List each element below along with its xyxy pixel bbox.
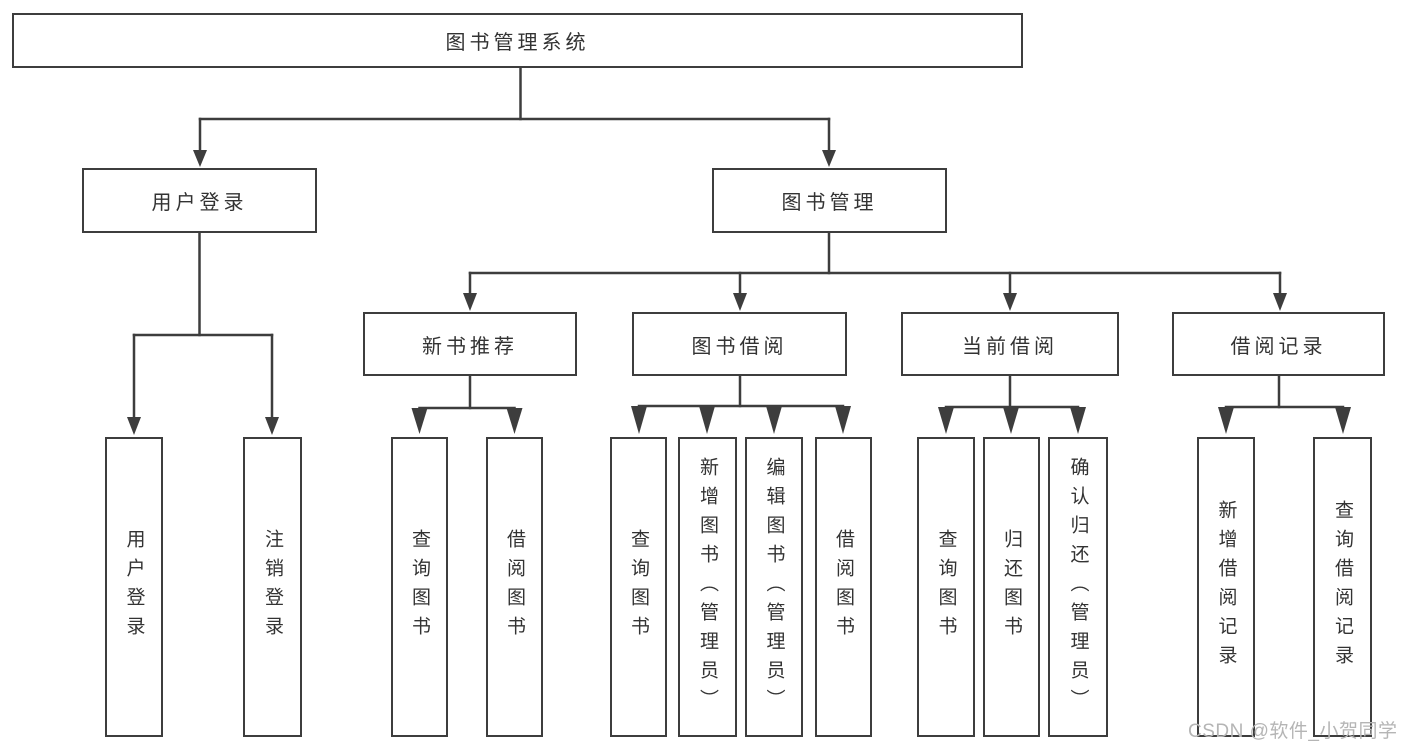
connector-borrowing-records-to-leaves xyxy=(1218,374,1351,434)
leaf-label: 注销登录 xyxy=(262,529,283,645)
leaf-confirm-return-admin: 确认归还（管理员） xyxy=(1048,437,1108,737)
leaf-return-books: 归还图书 xyxy=(983,437,1040,737)
leaf-label: 新增图书（管理员） xyxy=(697,456,718,718)
leaf-borrow-books-rec: 借阅图书 xyxy=(486,437,543,737)
leaf-label: 查询图书 xyxy=(628,529,649,645)
leaf-query-books-borrow: 查询图书 xyxy=(610,437,667,737)
leaf-label: 归还图书 xyxy=(1001,529,1022,645)
watermark-text: CSDN @软件_小贺同学 xyxy=(1188,721,1398,742)
node-label: 图书借阅 xyxy=(691,335,788,358)
node-library-management-system: 图书管理系统 xyxy=(12,13,1023,68)
connector-book-management-to-level3 xyxy=(463,231,1287,311)
leaf-label: 确认归还（管理员） xyxy=(1067,456,1089,718)
leaf-label: 编辑图书（管理员） xyxy=(763,456,785,718)
leaf-borrow-books: 借阅图书 xyxy=(815,437,872,737)
node-label: 图书管理 xyxy=(781,192,878,214)
node-current-borrowing: 当前借阅 xyxy=(901,312,1119,376)
node-book-management: 图书管理 xyxy=(712,168,947,233)
leaf-edit-book-admin: 编辑图书（管理员） xyxy=(745,437,803,737)
leaf-user-login: 用户登录 xyxy=(105,437,163,737)
leaf-label: 查询借阅记录 xyxy=(1332,500,1353,674)
leaf-label: 用户登录 xyxy=(123,529,145,645)
leaf-label: 借阅图书 xyxy=(504,529,525,645)
node-new-book-recommendation: 新书推荐 xyxy=(363,312,577,376)
node-label: 新书推荐 xyxy=(422,335,518,358)
connector-root-to-level2 xyxy=(193,66,836,167)
connector-book-borrowing-to-leaves xyxy=(631,374,851,434)
connector-new-book-rec-to-leaves xyxy=(411,374,523,434)
node-label: 用户登录 xyxy=(151,192,248,214)
node-label: 图书管理系统 xyxy=(445,32,590,54)
leaf-query-books-rec: 查询图书 xyxy=(391,437,448,737)
leaf-label: 查询图书 xyxy=(935,529,957,645)
leaf-label: 新增借阅记录 xyxy=(1215,500,1237,674)
connector-user-login-to-leaves xyxy=(127,231,279,435)
node-borrowing-records: 借阅记录 xyxy=(1172,312,1385,376)
leaf-query-books-current: 查询图书 xyxy=(917,437,975,737)
leaf-logout: 注销登录 xyxy=(243,437,302,737)
leaf-label: 借阅图书 xyxy=(833,529,854,645)
node-label: 借阅记录 xyxy=(1230,335,1327,358)
leaf-add-borrow-record: 新增借阅记录 xyxy=(1197,437,1255,737)
node-label: 当前借阅 xyxy=(962,335,1058,358)
leaf-label: 查询图书 xyxy=(409,529,430,645)
connector-current-borrowing-to-leaves xyxy=(938,374,1086,434)
leaf-add-book-admin: 新增图书（管理员） xyxy=(678,437,737,737)
node-user-login: 用户登录 xyxy=(82,168,317,233)
node-book-borrowing: 图书借阅 xyxy=(632,312,847,376)
leaf-query-borrow-record: 查询借阅记录 xyxy=(1313,437,1372,737)
